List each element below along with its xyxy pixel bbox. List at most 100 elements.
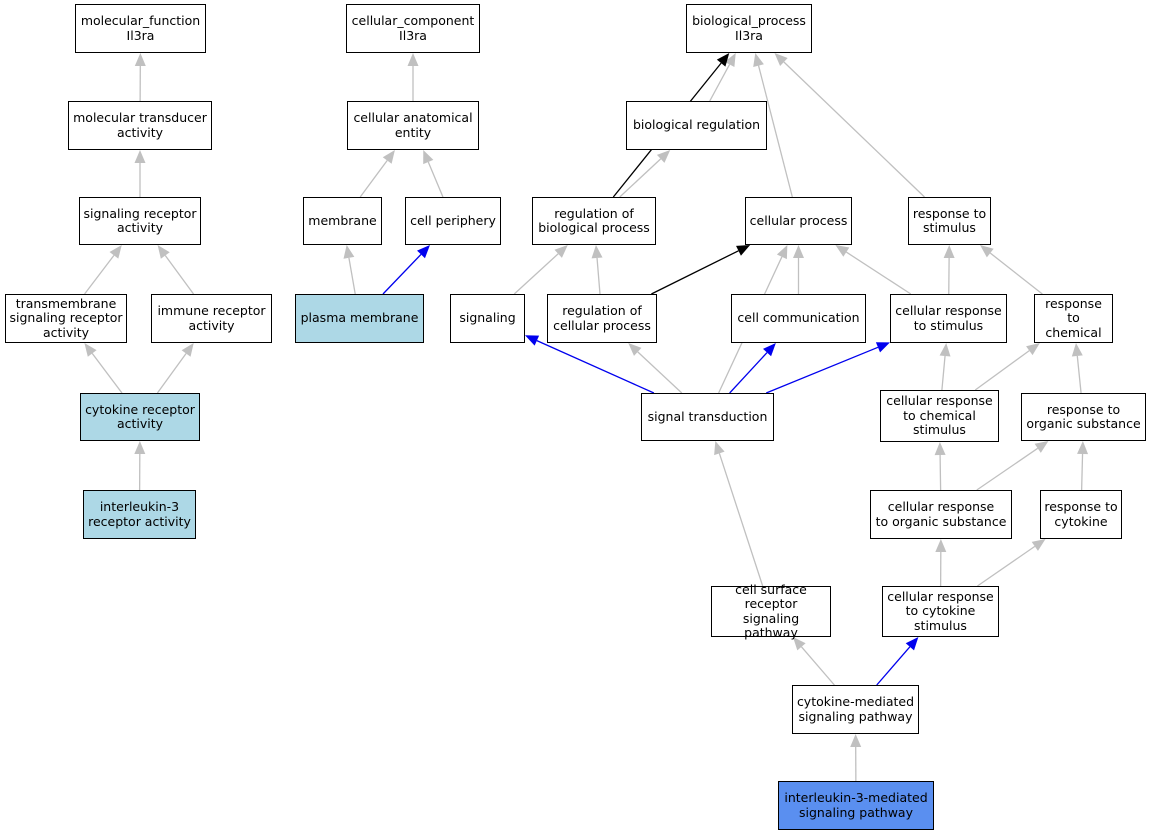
node-response-to-stimulus[interactable]: response to stimulus <box>908 197 991 245</box>
node-label: transmembrane signaling receptor activit… <box>9 295 123 340</box>
edge-crcs-to-rtc <box>974 350 1030 391</box>
edge-arrowhead <box>109 245 122 259</box>
edge-arrowhead <box>382 150 395 164</box>
edge-arrowhead <box>793 245 804 258</box>
node-label: interleukin-3-mediated signaling pathway <box>784 790 928 820</box>
node-regulation-of-biological-process[interactable]: regulation of biological process <box>532 197 656 245</box>
edge-tsra-to-sra <box>84 254 115 295</box>
edge-arrowhead <box>774 53 788 66</box>
node-label: immune receptor activity <box>157 303 266 333</box>
edge-arrowhead <box>736 245 751 256</box>
node-label: cytokine-mediated signaling pathway <box>796 694 915 724</box>
node-cell-surface-receptor-signaling-pathway[interactable]: cell surface receptor signaling pathway <box>711 582 831 640</box>
node-cellular-anatomical-entity[interactable]: cellular anatomical entity <box>347 101 479 150</box>
edge-arrowhead <box>905 637 919 651</box>
edge-crtcs-to-rtcy <box>977 545 1036 587</box>
node-biological-process[interactable]: biological_process Il3ra <box>686 4 812 53</box>
edge-arrowhead <box>934 442 946 456</box>
node-label: cell surface receptor signaling pathway <box>735 581 807 640</box>
edge-st-to-ccomm <box>729 352 768 394</box>
node-label: membrane <box>308 212 377 228</box>
node-cellular-response-to-chemical-stimulus[interactable]: cellular response to chemical stimulus <box>880 390 999 442</box>
node-molecular-transducer-activity[interactable]: molecular transducer activity <box>68 101 212 150</box>
node-cytokine-receptor-activity[interactable]: cytokine receptor activity <box>80 393 200 441</box>
edge-crtos-to-rtos <box>976 447 1039 491</box>
node-cellular-response-to-stimulus[interactable]: cellular response to stimulus <box>890 294 1007 343</box>
edge-rtcy-to-rtos <box>1080 453 1084 491</box>
edge-membrane-to-cae <box>359 160 388 198</box>
edge-arrowhead <box>181 343 194 357</box>
node-label: molecular transducer activity <box>73 110 207 140</box>
edge-arrowhead <box>716 53 730 67</box>
node-molecular-function[interactable]: molecular_function Il3ra <box>75 4 206 53</box>
node-interleukin-3-receptor-activity[interactable]: interleukin-3 receptor activity <box>83 490 196 539</box>
edge-arrowhead <box>84 343 97 357</box>
edge-cp-to-bp <box>757 65 793 198</box>
edge-st-to-signaling <box>536 340 655 394</box>
node-label: biological regulation <box>632 117 761 133</box>
node-label: signaling receptor activity <box>83 205 197 235</box>
edge-arrowhead <box>525 335 540 346</box>
node-transmembrane-signaling-receptor-activity[interactable]: transmembrane signaling receptor activit… <box>5 294 127 343</box>
node-cell-periphery[interactable]: cell periphery <box>405 197 501 245</box>
edge-arrowhead <box>1031 539 1046 551</box>
edge-rcp-to-rbp <box>596 257 601 295</box>
edge-arrowhead <box>1034 441 1049 453</box>
edge-crs-to-cp <box>845 251 912 295</box>
node-immune-receptor-activity[interactable]: immune receptor activity <box>151 294 272 343</box>
node-response-to-organic-substance[interactable]: response to organic substance <box>1021 393 1146 441</box>
edge-rbp-to-breg <box>619 158 662 198</box>
node-plasma-membrane[interactable]: plasma membrane <box>295 294 424 343</box>
node-label: interleukin-3 receptor activity <box>88 499 191 529</box>
node-response-to-chemical[interactable]: response to chemical <box>1034 294 1113 343</box>
node-signaling-receptor-activity[interactable]: signaling receptor activity <box>79 197 201 245</box>
node-label: cellular process <box>749 212 848 228</box>
node-membrane[interactable]: membrane <box>303 197 382 245</box>
node-signal-transduction[interactable]: signal transduction <box>641 393 774 441</box>
edge-rts-to-bp <box>783 61 925 198</box>
node-biological-regulation[interactable]: biological regulation <box>626 101 767 150</box>
edge-arrowhead <box>850 734 862 748</box>
edge-arrowhead <box>943 245 955 259</box>
edge-crcs-to-crs <box>941 355 946 391</box>
node-label: response to stimulus <box>912 205 987 235</box>
node-label: cellular response to chemical stimulus <box>886 393 993 438</box>
node-cell-communication[interactable]: cell communication <box>731 294 866 343</box>
edge-csrsp-to-st <box>718 453 764 587</box>
edge-arrowhead <box>407 53 419 66</box>
node-cellular-component[interactable]: cellular_component Il3ra <box>346 4 480 53</box>
edge-signaling-to-rbp <box>513 253 559 295</box>
node-label: plasma membrane <box>300 310 419 326</box>
edge-arrowhead <box>835 245 850 257</box>
node-signaling[interactable]: signaling <box>450 294 525 343</box>
edge-arrowhead <box>417 245 430 259</box>
node-label: response to cytokine <box>1044 499 1118 529</box>
node-cellular-process[interactable]: cellular process <box>745 197 852 245</box>
edge-arrowhead <box>763 343 776 357</box>
node-label: regulation of biological process <box>538 205 650 235</box>
edge-arrowhead <box>935 539 947 553</box>
edge-arrowhead <box>1071 343 1083 357</box>
node-regulation-of-cellular-process[interactable]: regulation of cellular process <box>547 294 657 343</box>
edge-rtos-to-rtc <box>1076 355 1082 394</box>
node-interleukin-3-mediated-signaling-pathway[interactable]: interleukin-3-mediated signaling pathway <box>778 781 934 830</box>
edge-arrowhead <box>343 245 355 259</box>
node-label: response to chemical <box>1045 295 1102 340</box>
edge-arrowhead <box>714 441 725 456</box>
edge-arrowhead <box>980 245 994 258</box>
node-cellular-response-to-cytokine-stimulus[interactable]: cellular response to cytokine stimulus <box>882 586 999 637</box>
node-response-to-cytokine[interactable]: response to cytokine <box>1040 490 1122 539</box>
edge-arrowhead <box>157 245 170 259</box>
node-label: regulation of cellular process <box>553 303 651 333</box>
node-label: molecular_function Il3ra <box>80 13 201 43</box>
edge-arrowhead <box>1026 343 1040 356</box>
edge-arrowhead <box>753 53 764 67</box>
edge-arrowhead <box>423 150 434 165</box>
node-label: signal transduction <box>647 408 768 424</box>
edge-crtos-to-crcs <box>939 454 942 491</box>
edge-arrowhead <box>939 343 951 357</box>
node-cellular-response-to-organic-substance[interactable]: cellular response to organic substance <box>870 490 1012 539</box>
node-cytokine-mediated-signaling-pathway[interactable]: cytokine-mediated signaling pathway <box>792 685 919 734</box>
